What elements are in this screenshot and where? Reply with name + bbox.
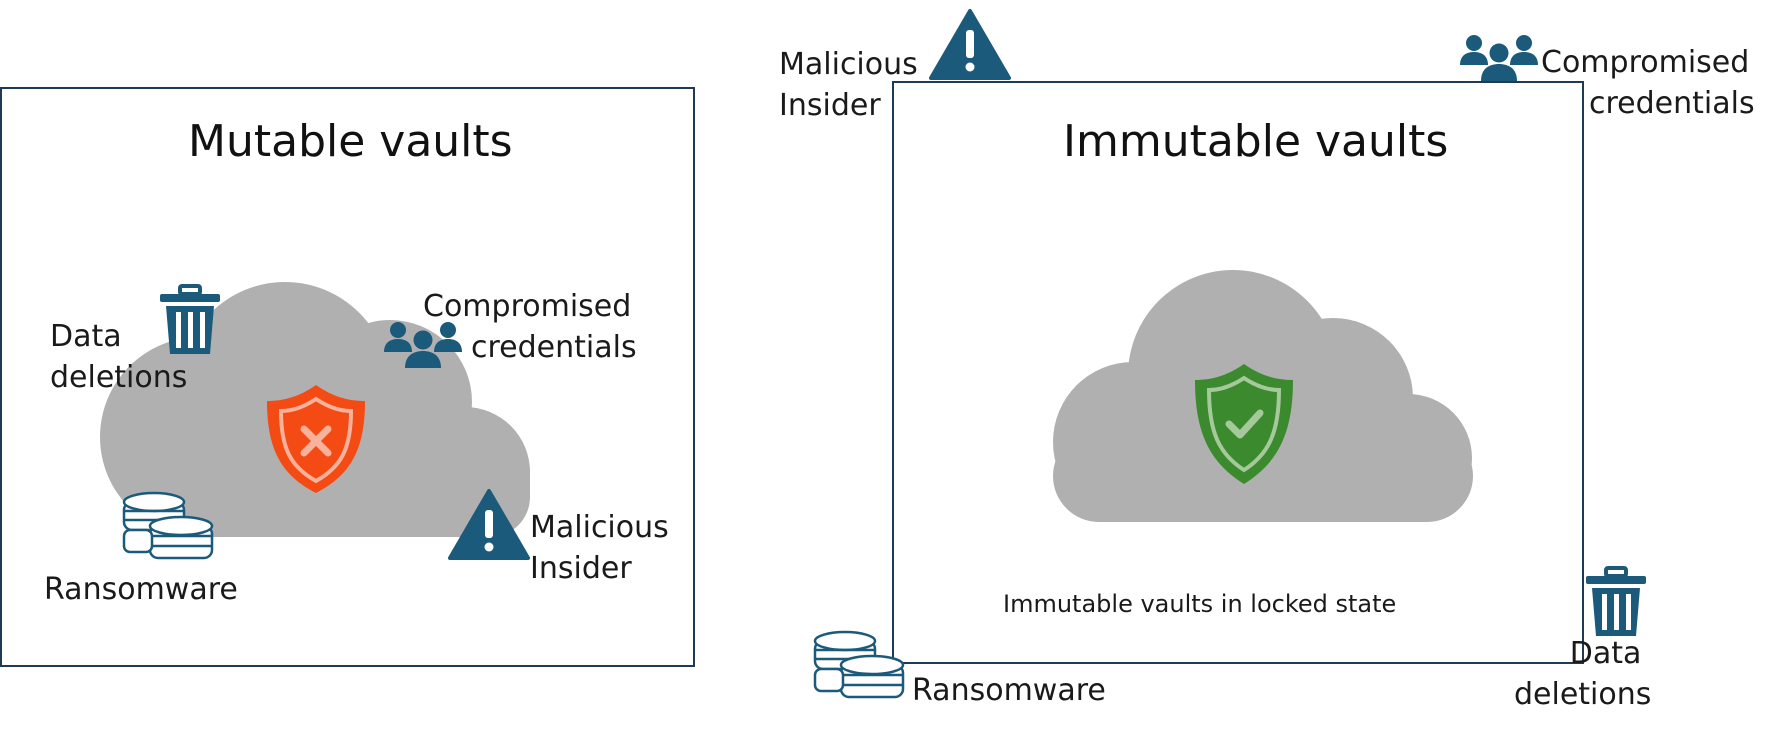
compromised-credentials-label: Compromised credentials [1541,45,1755,121]
malicious-insider-label: Malicious Insider [530,510,669,586]
data-deletions-label: Data deletions [50,319,188,395]
coins-icon [813,625,908,705]
users-icon [1459,33,1539,83]
compromised-credentials-label: Compromised credentials [423,289,637,365]
warning-icon [929,8,1011,80]
data-deletions-label: Data deletions [1514,636,1652,712]
locked-state-caption: Immutable vaults in locked state [1003,590,1397,618]
mutable-vaults-title: Mutable vaults [188,116,513,167]
coins-icon [122,486,217,566]
shield-x-icon [265,383,367,495]
users-icon [383,320,463,370]
ransomware-label: Ransomware [912,673,1106,708]
malicious-insider-label: Malicious Insider [779,47,918,123]
warning-icon [448,488,530,560]
trash-icon [158,284,222,356]
shield-check-icon [1193,362,1295,486]
immutable-vaults-title: Immutable vaults [1063,116,1449,167]
ransomware-label: Ransomware [44,572,238,607]
trash-icon [1584,566,1648,638]
